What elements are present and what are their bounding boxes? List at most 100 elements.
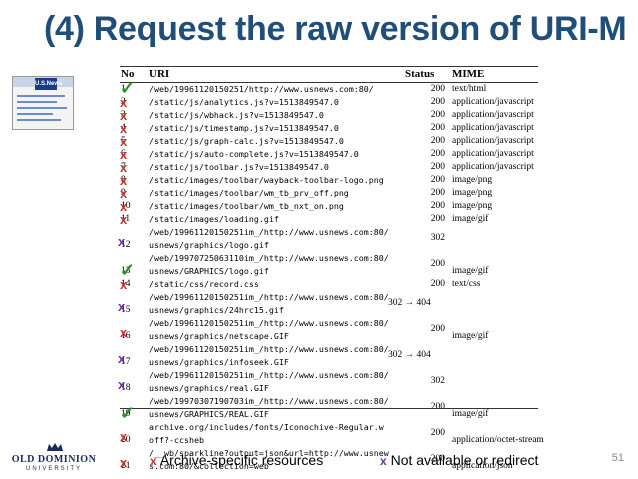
row-status: 200 [430, 110, 445, 120]
odu-logo: OLD DOMINION UNIVERSITY [6, 442, 102, 472]
row-uri: /web/19961120150251/http://www.usnews.co… [149, 84, 374, 94]
row-status: 200 [430, 175, 445, 185]
check-icon: ✓ [120, 403, 136, 423]
thumbnail-line [17, 107, 67, 109]
table-header: No URI Status MIME [120, 66, 538, 83]
row-status: 200 [430, 123, 445, 133]
row-status: 200 [430, 97, 445, 107]
row-uri: /static/images/loading.gif [149, 214, 279, 224]
row-uri: /static/js/graph-calc.js?v=1513849547.0 [149, 136, 344, 146]
row-mime: text/html [452, 84, 487, 94]
row-uri: /web/19961120150251im_/http://www.usnews… [149, 292, 389, 315]
row-status: 302 → 404 [388, 350, 431, 360]
row-mime: text/css [452, 279, 481, 289]
row-number: 20 [121, 435, 131, 445]
row-uri: archive.org/includes/fonts/Iconochive-Re… [149, 422, 384, 445]
table-row: 6/static/js/auto-complete.js?v=151384954… [120, 148, 538, 161]
row-mime: application/javascript [452, 97, 534, 107]
row-status: 200 [430, 214, 445, 224]
archive-x-icon: x [120, 108, 128, 123]
table-row: 8/static/images/toolbar/wayback-toolbar-… [120, 174, 538, 187]
row-status: 302 [430, 233, 445, 243]
legend-notavail: x Not available or redirect [380, 452, 538, 468]
row-mime: application/octet-stream [452, 435, 544, 445]
row-number: 13 [121, 266, 131, 276]
row-mime: image/gif [452, 331, 489, 341]
row-number: 10 [121, 201, 131, 211]
row-uri: /static/js/analytics.js?v=1513849547.0 [149, 97, 339, 107]
notavail-x-icon: x [118, 351, 126, 366]
table-row: 4/static/js/timestamp.js?v=1513849547.0 2… [120, 122, 538, 135]
row-number: 16 [121, 331, 131, 341]
row-mime: application/javascript [452, 162, 534, 172]
row-mime: image/gif [452, 266, 489, 276]
archive-x-icon: x [120, 325, 128, 340]
check-icon: ✓ [120, 78, 136, 98]
row-uri: /static/js/wbhack.js?v=1513849547.0 [149, 110, 324, 120]
table-row: 15/web/19961120150251im_/http://www.usne… [120, 291, 538, 317]
row-number: 5 [121, 136, 126, 146]
header-uri: URI [149, 68, 170, 80]
table-row: 21/__wb/sparkline?output=json&url=http:/… [120, 447, 538, 473]
slide-title: (4) Request the raw version of URI-M [44, 10, 627, 48]
row-uri: /static/js/timestamp.js?v=1513849547.0 [149, 123, 339, 133]
row-uri: /web/19961120150251im_/http://www.usnews… [149, 318, 389, 341]
row-status: 200 [430, 259, 445, 269]
table-row: 2/static/js/analytics.js?v=1513849547.0 2… [120, 96, 538, 109]
odu-logo-name: OLD DOMINION [11, 454, 97, 465]
row-number: 18 [121, 383, 131, 393]
row-mime: application/javascript [452, 123, 534, 133]
row-status: 200 [430, 324, 445, 334]
row-uri: /web/19961120150251im_/http://www.usnews… [149, 227, 389, 250]
table-row: 17/web/19961120150251im_/http://www.usne… [120, 343, 538, 369]
header-status: Status [405, 68, 435, 80]
legend-archive-label: Archive-specific resources [159, 452, 324, 468]
row-mime: image/gif [452, 214, 489, 224]
row-uri: /web/19970725063110im_/http://www.usnews… [149, 253, 389, 276]
page-thumbnail: U.S.News [12, 76, 74, 130]
archive-x-icon: x [120, 199, 128, 214]
odu-logo-sub: UNIVERSITY [25, 466, 82, 472]
row-uri: /static/css/record.css [149, 279, 259, 289]
row-mime: application/javascript [452, 149, 534, 159]
thumbnail-line [17, 101, 57, 103]
table-row: 10/static/images/toolbar/wm_tb_nxt_on.pn… [120, 200, 538, 213]
row-mime: image/png [452, 201, 493, 211]
row-number: 21 [121, 461, 131, 471]
legend-archive-mark: x [150, 454, 157, 468]
row-status: 200 [430, 402, 445, 412]
table-row: 20 archive.org/includes/fonts/Iconochive-… [120, 421, 544, 447]
table-row: 16/web/19961120150251im_/http://www.usne… [120, 317, 538, 343]
archive-x-icon: x [120, 277, 128, 292]
row-uri: /static/js/auto-complete.js?v=1513849547… [149, 149, 359, 159]
row-number: 8 [121, 175, 126, 185]
notavail-x-icon: x [118, 299, 126, 314]
row-uri: /static/images/toolbar/wm_tb_prv_off.png [149, 188, 349, 198]
row-number: 2 [121, 97, 126, 107]
archive-x-icon: x [120, 429, 128, 444]
archive-x-icon: x [120, 134, 128, 149]
crown-icon [47, 443, 63, 451]
row-mime: image/png [452, 188, 493, 198]
archive-x-icon: x [120, 173, 128, 188]
row-number: 4 [121, 123, 126, 133]
row-status: 200 [430, 201, 445, 211]
row-mime: image/gif [452, 409, 489, 419]
row-number: 1 [121, 84, 126, 94]
archive-x-icon: x [120, 186, 128, 201]
table-bottom-rule [120, 408, 538, 409]
row-uri: /static/images/toolbar/wayback-toolbar-l… [149, 175, 384, 185]
legend-archive: x Archive-specific resources [150, 452, 323, 468]
row-uri: /web/19961120150251im_/http://www.usnews… [149, 344, 389, 367]
row-mime: image/png [452, 175, 493, 185]
table-row: 12/web/19961120150251im_/http://www.usne… [120, 226, 538, 252]
archive-x-icon: x [120, 121, 128, 136]
thumbnail-line [17, 113, 53, 115]
row-status: 200 [430, 136, 445, 146]
row-number: 12 [121, 240, 131, 250]
row-mime: application/javascript [452, 110, 534, 120]
header-no: No [121, 68, 135, 80]
